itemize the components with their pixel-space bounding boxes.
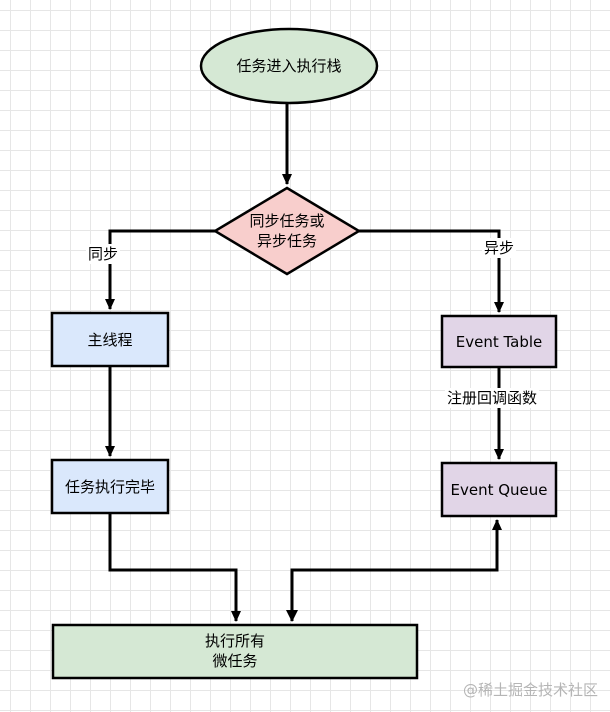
decision-node-label: 同步任务或 异步任务 — [249, 212, 325, 250]
start-node-label: 任务进入执行栈 — [236, 57, 342, 75]
edge-decision-to-main-thread — [105, 229, 215, 310]
async-edge-label: 异步 — [482, 238, 517, 258]
main-thread-label: 主线程 — [87, 330, 133, 349]
edge-decision-to-event-table — [359, 229, 504, 313]
sync-edge-label: 同步 — [86, 244, 121, 264]
watermark: @稀土掘金技术社区 — [462, 681, 598, 699]
event-table-label: Event Table — [455, 332, 543, 351]
register-callback-edge-label: 注册回调函数 — [445, 388, 540, 408]
start-ellipse — [199, 27, 379, 105]
microtasks-box — [51, 623, 419, 680]
edge-microtasks-to-event-queue — [290, 519, 502, 621]
decision-diamond — [212, 186, 362, 276]
task-done-box — [50, 458, 170, 515]
edge-task-done-to-microtasks — [108, 513, 241, 622]
edge-microtasks-to-event-queue-start-arrow — [286, 610, 298, 622]
event-queue-box — [440, 461, 558, 518]
microtasks-label: 执行所有 微任务 — [204, 632, 265, 670]
event-queue-label: Event Queue — [450, 480, 548, 499]
event-table-box — [440, 314, 558, 369]
task-done-label: 任务执行完毕 — [64, 477, 155, 496]
